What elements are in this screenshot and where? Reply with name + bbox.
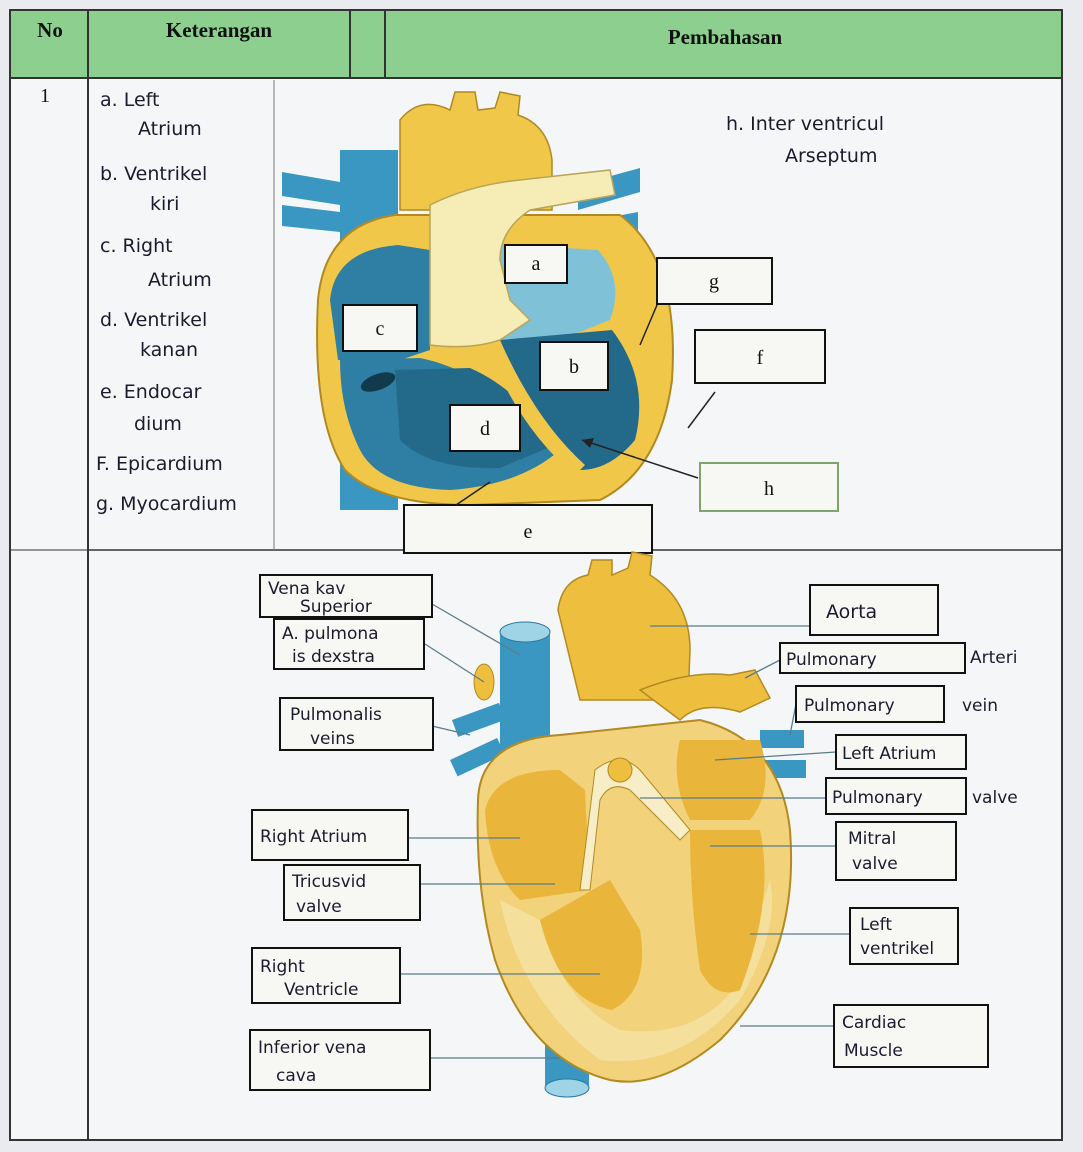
header-no: No bbox=[37, 18, 63, 42]
keterangan-c-line1: c. Right bbox=[100, 235, 173, 257]
label-e: e bbox=[524, 521, 533, 543]
a-pulmonalis-dextra-l1: A. pulmona bbox=[282, 624, 379, 644]
right-ventricle-l2: Ventricle bbox=[284, 980, 358, 1000]
a-pulmonalis-dextra-l2: is dexstra bbox=[292, 647, 375, 667]
keterangan-b-line1: b. Ventrikel bbox=[100, 163, 207, 185]
header-keterangan: Keterangan bbox=[166, 18, 272, 42]
label-b: b bbox=[569, 356, 579, 378]
label-g: g bbox=[709, 271, 719, 293]
left-atrium2-shape bbox=[677, 740, 766, 820]
pulmonary-valve-l2: valve bbox=[972, 788, 1018, 808]
keterangan-b-line2: kiri bbox=[150, 193, 179, 215]
keterangan-d-line2: kanan bbox=[140, 339, 198, 361]
cardiac-muscle-l1: Cardiac bbox=[842, 1013, 906, 1033]
left-ventricle-l2: ventrikel bbox=[860, 939, 934, 959]
keterangan-e-line1: e. Endocar bbox=[100, 381, 202, 403]
mitral-valve-l2: valve bbox=[852, 854, 898, 874]
keterangan-a-line2: Atrium bbox=[138, 118, 202, 140]
keterangan-f: F. Epicardium bbox=[96, 453, 223, 475]
right-ventricle-l1: Right bbox=[260, 957, 305, 977]
right-atrium-label: Right Atrium bbox=[260, 827, 367, 847]
pulmonary-vein-l1: Pulmonary bbox=[804, 696, 895, 716]
vena-kav-superior-l1: Vena kav bbox=[268, 579, 345, 599]
pulmonalis-veins-l1: Pulmonalis bbox=[290, 705, 382, 725]
keterangan-g: g. Myocardium bbox=[96, 493, 237, 515]
left-ventricle-l1: Left bbox=[860, 915, 892, 935]
row-number: 1 bbox=[40, 85, 50, 107]
pulmonalis-veins-l2: veins bbox=[310, 729, 355, 749]
label-a: a bbox=[532, 253, 541, 275]
label-c: c bbox=[376, 318, 385, 340]
inferior-vena-cava-l1: Inferior vena bbox=[258, 1038, 366, 1058]
header-pembahasan: Pembahasan bbox=[668, 25, 783, 49]
mitral-valve-l1: Mitral bbox=[848, 829, 896, 849]
vena-kav-superior-l2: Superior bbox=[300, 597, 372, 617]
keterangan-e-line2: dium bbox=[134, 413, 182, 435]
cardiac-muscle-l2: Muscle bbox=[844, 1041, 903, 1061]
label-d: d bbox=[480, 418, 490, 440]
pulmonary-vein-l2: vein bbox=[962, 696, 998, 716]
inferior-vena-cava-l2: cava bbox=[276, 1066, 316, 1086]
aorta-label: Aorta bbox=[826, 601, 877, 623]
left-atrium-label: Left Atrium bbox=[842, 744, 936, 764]
keterangan-d-line1: d. Ventrikel bbox=[100, 309, 207, 331]
label-h: h bbox=[764, 478, 774, 500]
pulmonary-arteri-l1: Pulmonary bbox=[786, 650, 877, 670]
keterangan-c-line2: Atrium bbox=[148, 269, 212, 291]
note-h-line2: Arseptum bbox=[785, 145, 877, 167]
note-h-line1: h. Inter ventricul bbox=[726, 113, 884, 135]
pulmonary-valve-l1: Pulmonary bbox=[832, 788, 923, 808]
tricuspid-valve-l1: Tricusvid bbox=[291, 872, 366, 892]
pulmonary-arteri-l2: Arteri bbox=[970, 648, 1017, 668]
tricuspid-valve-l2: valve bbox=[296, 897, 342, 917]
keterangan-a-line1: a. Left bbox=[100, 89, 159, 111]
label-f: f bbox=[757, 347, 764, 369]
